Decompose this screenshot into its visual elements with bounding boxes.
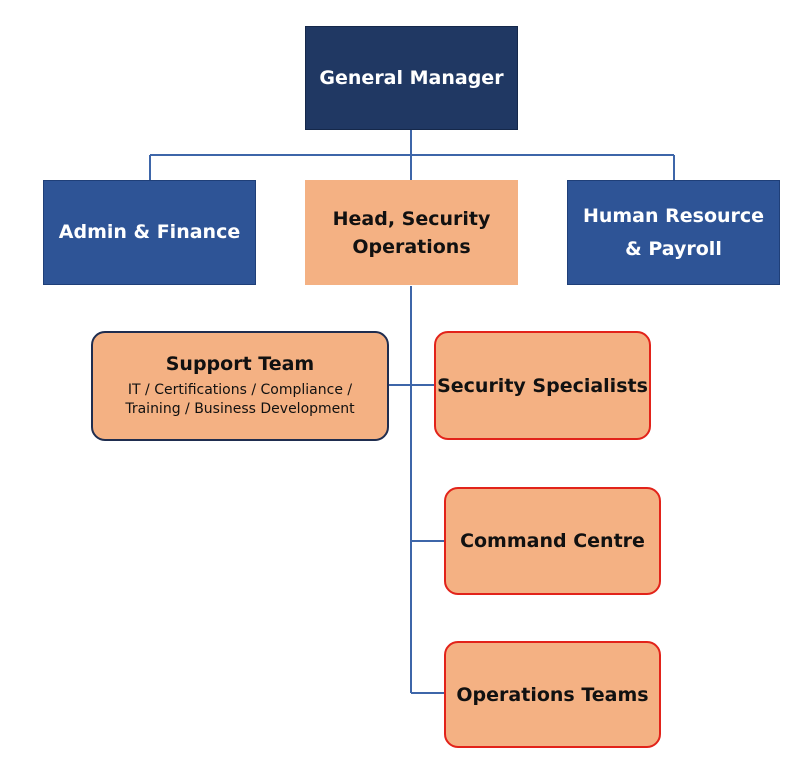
command-centre-label: Command Centre bbox=[460, 530, 645, 552]
human-resource-payroll-line-1: Human Resource bbox=[582, 204, 765, 227]
general-manager-label: General Manager bbox=[319, 67, 504, 89]
support-team-subtitle-line-2: Training / Business Development bbox=[125, 401, 355, 417]
command-centre-box: Command Centre bbox=[444, 487, 661, 595]
security-specialists-label: Security Specialists bbox=[437, 374, 648, 397]
operations-teams-label: Operations Teams bbox=[456, 683, 649, 706]
head-security-operations-box: Head, Security Operations bbox=[305, 180, 518, 285]
support-team-box: Support Team IT / Certifications / Compl… bbox=[91, 331, 389, 441]
general-manager-box: General Manager bbox=[305, 26, 518, 130]
support-team-subtitle-line-1: IT / Certifications / Compliance / bbox=[127, 382, 353, 398]
operations-teams-box: Operations Teams bbox=[444, 641, 661, 748]
support-team-title: Support Team bbox=[165, 353, 315, 375]
admin-finance-box: Admin & Finance bbox=[43, 180, 256, 285]
security-specialists-box: Security Specialists bbox=[434, 331, 651, 440]
human-resource-payroll-line-2: & Payroll bbox=[625, 237, 722, 260]
head-security-operations-line-2: Operations bbox=[352, 235, 471, 258]
head-security-operations-line-1: Head, Security bbox=[332, 207, 491, 230]
human-resource-payroll-box: Human Resource & Payroll bbox=[567, 180, 780, 285]
admin-finance-label: Admin & Finance bbox=[58, 221, 241, 243]
